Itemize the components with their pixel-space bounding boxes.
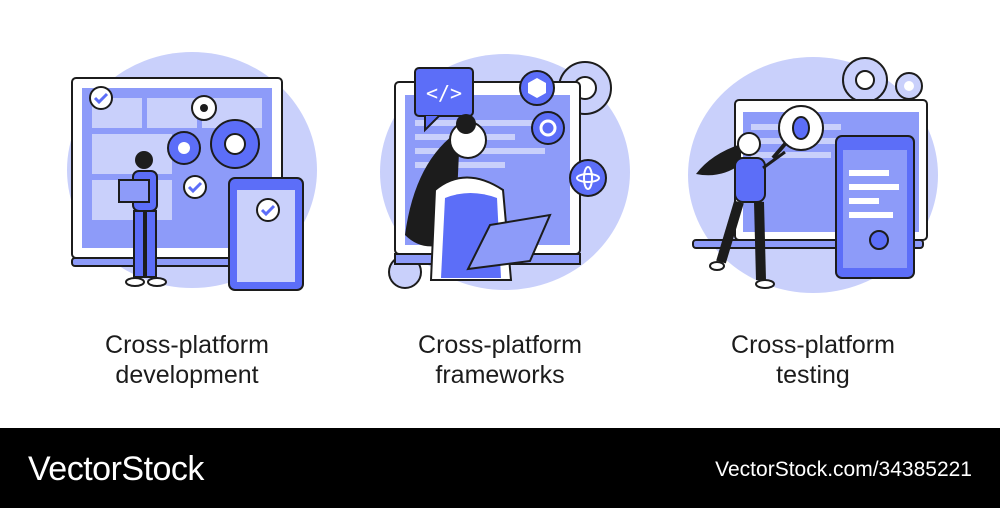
caption-line1: Cross-platform bbox=[731, 331, 895, 359]
development-illustration bbox=[67, 52, 317, 291]
panel-development: Cross-platform development bbox=[27, 0, 347, 428]
caption-line2: development bbox=[115, 361, 259, 389]
caption-line1: Cross-platform bbox=[105, 331, 269, 359]
panel-frameworks: </> Cross-platform frameworks bbox=[340, 0, 660, 428]
phone-icon bbox=[835, 135, 915, 279]
bug-icon bbox=[792, 116, 810, 140]
person-figure bbox=[696, 132, 786, 289]
caption-testing: Cross-platform testing bbox=[653, 330, 973, 390]
brand-logo: VectorStock bbox=[28, 450, 204, 488]
bug-icon bbox=[869, 230, 889, 250]
magnifier-icon bbox=[771, 105, 824, 160]
caption-frameworks: Cross-platform frameworks bbox=[340, 330, 660, 390]
phone-icon bbox=[228, 177, 304, 291]
testing-illustration bbox=[688, 57, 938, 293]
caption-line2: frameworks bbox=[435, 361, 565, 389]
person-figure bbox=[405, 114, 513, 281]
gear-icon bbox=[167, 95, 260, 169]
atom-icon bbox=[569, 159, 607, 197]
caption-line2: testing bbox=[776, 361, 850, 389]
frameworks-illustration: </> bbox=[380, 54, 630, 290]
stock-id-text: VectorStock.com/34385221 bbox=[715, 458, 972, 481]
tablet-icon bbox=[466, 213, 552, 271]
ring-icon bbox=[531, 111, 565, 145]
person-figure bbox=[118, 151, 167, 287]
watermark-bar: VectorStock VectorStock.com/34385221 bbox=[0, 428, 1000, 508]
panel-testing: Cross-platform testing bbox=[653, 0, 973, 428]
caption-development: Cross-platform development bbox=[27, 330, 347, 390]
svg-text:</>: </> bbox=[426, 81, 462, 105]
code-icon: </> bbox=[414, 67, 474, 133]
caption-line1: Cross-platform bbox=[418, 331, 582, 359]
